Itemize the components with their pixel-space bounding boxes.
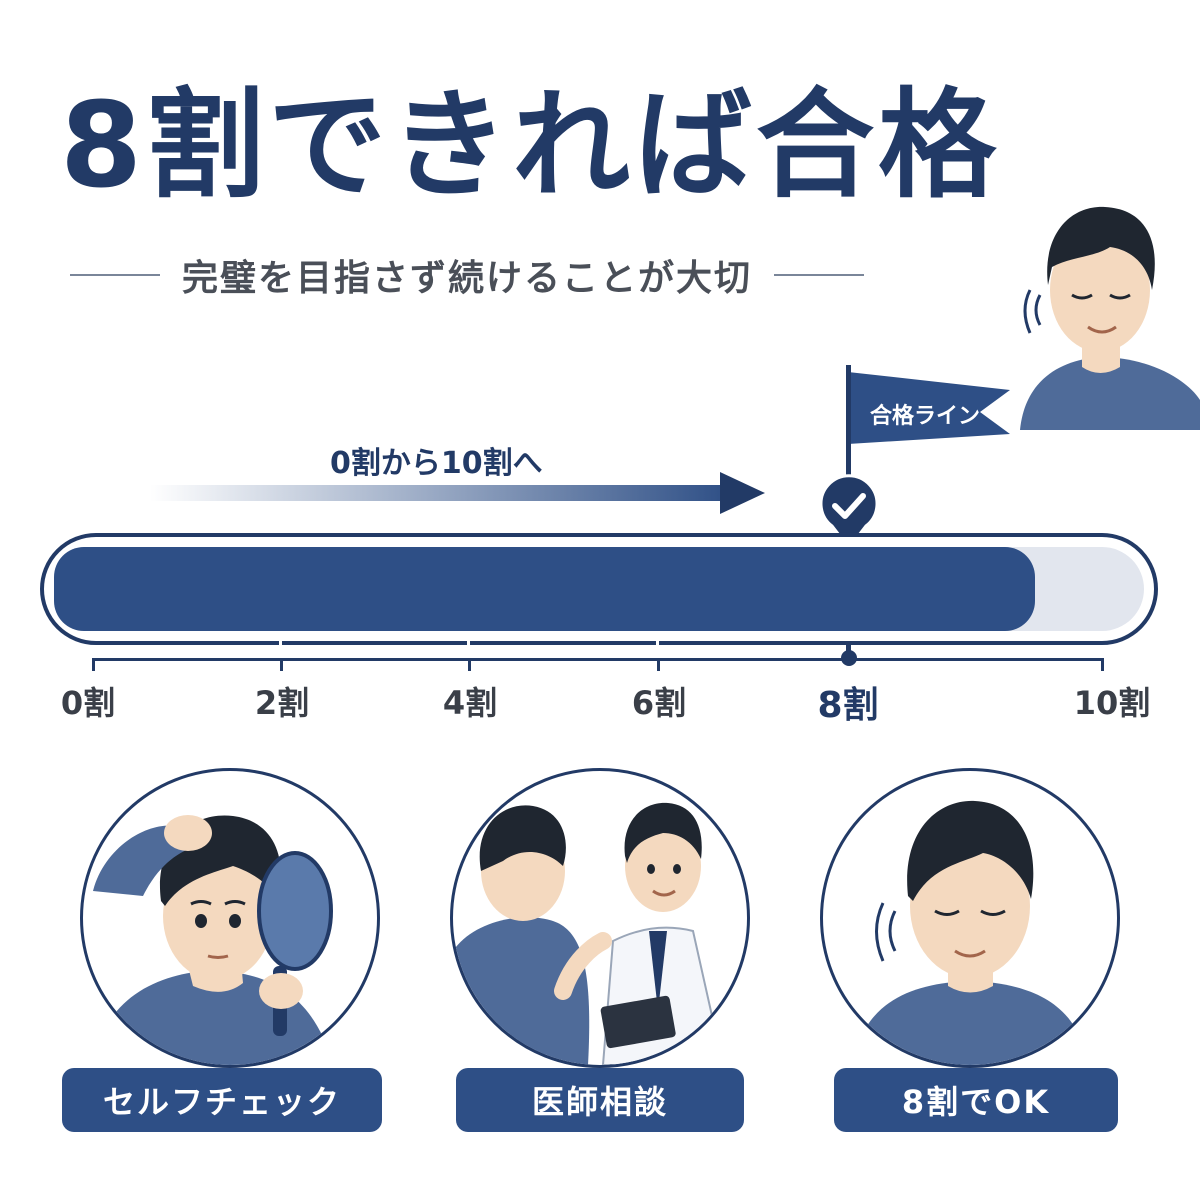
axis-tick [92,659,95,671]
axis-label-6: 6割 [631,684,687,722]
step-relaxed-label: 8割でOK [834,1068,1118,1132]
subtitle-row: 完璧を目指さず続けることが大切 [70,245,1020,305]
pass-line-label: 合格ライン [870,404,981,429]
axis-label-10: 10割 [1073,684,1151,722]
arrow-right-icon [150,472,765,514]
subtitle-rule-right [774,274,865,276]
axis-label-8: 8割 [817,685,879,726]
axis-tick [657,659,660,671]
subtitle: 完璧を目指さず続けることが大切 [182,258,753,299]
page-title: 8割できれば合格 [60,76,1001,214]
axis-label-2: 2割 [254,684,310,722]
progress-inner-tick [279,632,282,648]
check-icon [819,474,879,550]
axis-tick [468,659,471,671]
progress-fill [54,547,1035,631]
step-self-check-label: セルフチェック [62,1068,382,1132]
pass-point-dot [841,650,857,666]
arrow-caption: 0割から10割へ [330,446,543,481]
axis-tick [280,659,283,671]
progress-inner-tick [467,632,470,648]
step-doctor-consult-illustration [450,768,750,1068]
axis-tick [1101,659,1104,671]
step-doctor-consult-label: 医師相談 [456,1068,744,1132]
flag-icon [848,372,1010,444]
step-self-check-illustration [80,768,380,1068]
progress-inner-tick [656,632,659,648]
axis-label-4: 4割 [442,684,498,722]
relaxed-man-illustration [1020,206,1200,430]
axis-line [92,658,1104,661]
subtitle-rule-left [70,274,160,276]
step-relaxed-illustration [820,768,1120,1068]
axis-label-0: 0割 [60,684,116,722]
